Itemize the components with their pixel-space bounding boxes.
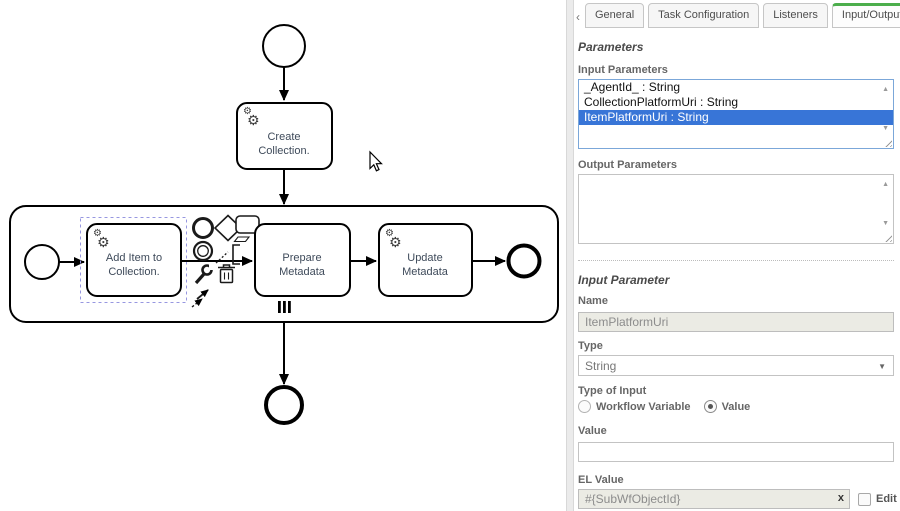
svg-text:Collection.: Collection. [258, 145, 309, 157]
svg-text:Metadata: Metadata [279, 266, 326, 278]
type-of-input-label: Type of Input [578, 385, 647, 397]
task-create-collection[interactable]: ⚙ ⚙ Create Collection. [236, 102, 333, 170]
el-value-row: x Edit [578, 489, 897, 509]
properties-panel: ‹ General Task Configuration Listeners I… [566, 0, 900, 511]
name-field[interactable] [578, 312, 894, 332]
append-task-icon[interactable] [235, 215, 260, 234]
clear-icon[interactable]: x [837, 492, 844, 504]
text-annotation-icon[interactable] [232, 244, 240, 265]
service-task-gear-icon: ⚙ [389, 235, 402, 251]
value-label: Value [578, 425, 607, 437]
el-value-label: EL Value [578, 474, 624, 486]
service-task-gear-icon: ⚙ [243, 106, 252, 117]
service-task-gear-icon: ⚙ [97, 235, 110, 251]
list-item[interactable]: _AgentId_ : String [584, 80, 681, 94]
chevron-down-icon: ▼ [878, 362, 886, 371]
scroll-down-icon[interactable]: ▼ [882, 125, 889, 132]
subprocess-start-event[interactable] [24, 244, 60, 280]
multi-instance-marker-icon [278, 301, 291, 313]
tab-listeners[interactable]: Listeners [763, 3, 828, 28]
type-of-input-radio-group: Workflow Variable Value [578, 400, 894, 413]
scroll-down-icon[interactable]: ▼ [882, 220, 889, 227]
append-intermediate-event-icon[interactable] [192, 240, 214, 262]
context-pad [191, 214, 260, 308]
service-task-gear-icon: ⚙ [247, 113, 260, 129]
parameters-heading: Parameters [578, 40, 644, 54]
scroll-up-icon[interactable]: ▲ [882, 181, 889, 188]
panel-resize-gutter[interactable] [566, 0, 574, 511]
task-add-item-to-collection[interactable]: ⚙ ⚙ Add Item to Collection. [86, 223, 182, 297]
input-parameters-label: Input Parameters [578, 64, 668, 76]
bpmn-diagram-canvas[interactable]: ⚙ ⚙ Create Collection. ⚙ ⚙ Add Item to C… [0, 0, 570, 511]
section-divider [578, 260, 894, 261]
resize-grip-icon[interactable] [883, 233, 892, 242]
append-end-event-icon[interactable] [192, 217, 214, 239]
service-task-gear-icon: ⚙ [385, 228, 394, 239]
edit-checkbox[interactable] [858, 492, 871, 506]
output-parameters-listbox[interactable]: ▲ ▼ [578, 174, 894, 244]
value-radio-label: Value [721, 400, 751, 413]
input-output-panel: Parameters Input Parameters _AgentId_ : … [578, 34, 897, 509]
append-annotation-glyph-icon[interactable] [233, 236, 251, 243]
el-value-field[interactable] [578, 489, 850, 509]
start-event[interactable] [262, 24, 306, 68]
scroll-up-icon[interactable]: ▲ [882, 86, 889, 93]
tab-bar: ‹ General Task Configuration Listeners I… [575, 3, 900, 28]
subprocess-end-event[interactable] [506, 243, 542, 279]
svg-text:Collection.: Collection. [108, 266, 159, 278]
type-select[interactable]: String ▼ [578, 355, 894, 376]
task-update-metadata[interactable]: ⚙ ⚙ Update Metadata [378, 223, 473, 297]
workflow-variable-radio-label: Workflow Variable [596, 400, 691, 413]
append-intermediate-event-icon[interactable] [197, 245, 209, 257]
type-label: Type [578, 340, 603, 352]
connect-tool-icon[interactable] [191, 289, 209, 308]
svg-text:Update: Update [407, 252, 442, 264]
service-task-gear-icon: ⚙ [93, 228, 102, 239]
tab-task-configuration[interactable]: Task Configuration [648, 3, 760, 28]
value-radio[interactable] [703, 400, 717, 413]
text-annotation-icon[interactable] [215, 251, 229, 264]
tab-input-output[interactable]: Input/Output [831, 3, 900, 28]
svg-text:Add Item to: Add Item to [106, 252, 162, 264]
list-item[interactable]: CollectionPlatformUri : String [584, 95, 739, 109]
resize-grip-icon[interactable] [883, 138, 892, 147]
input-parameter-heading: Input Parameter [578, 273, 670, 287]
mouse-cursor-icon [369, 150, 383, 172]
tab-general[interactable]: General [585, 3, 645, 28]
output-parameters-label: Output Parameters [578, 159, 678, 171]
edit-checkbox-label: Edit [876, 493, 897, 505]
svg-text:Prepare: Prepare [282, 252, 321, 264]
input-parameters-listbox[interactable]: _AgentId_ : String CollectionPlatformUri… [578, 79, 894, 149]
svg-text:Create: Create [267, 131, 300, 143]
value-field[interactable] [578, 442, 894, 462]
task-prepare-metadata[interactable]: Prepare Metadata [254, 223, 351, 297]
wrench-change-type-icon[interactable] [194, 264, 215, 285]
trash-delete-icon[interactable] [218, 264, 235, 284]
tab-scroll-left-icon[interactable]: ‹ [576, 10, 580, 24]
list-item-selected[interactable]: ItemPlatformUri : String [579, 110, 893, 125]
svg-text:Metadata: Metadata [402, 266, 449, 278]
name-label: Name [578, 295, 608, 307]
end-event[interactable] [264, 385, 304, 425]
type-select-value: String [585, 359, 617, 373]
workflow-variable-radio[interactable] [578, 400, 591, 413]
